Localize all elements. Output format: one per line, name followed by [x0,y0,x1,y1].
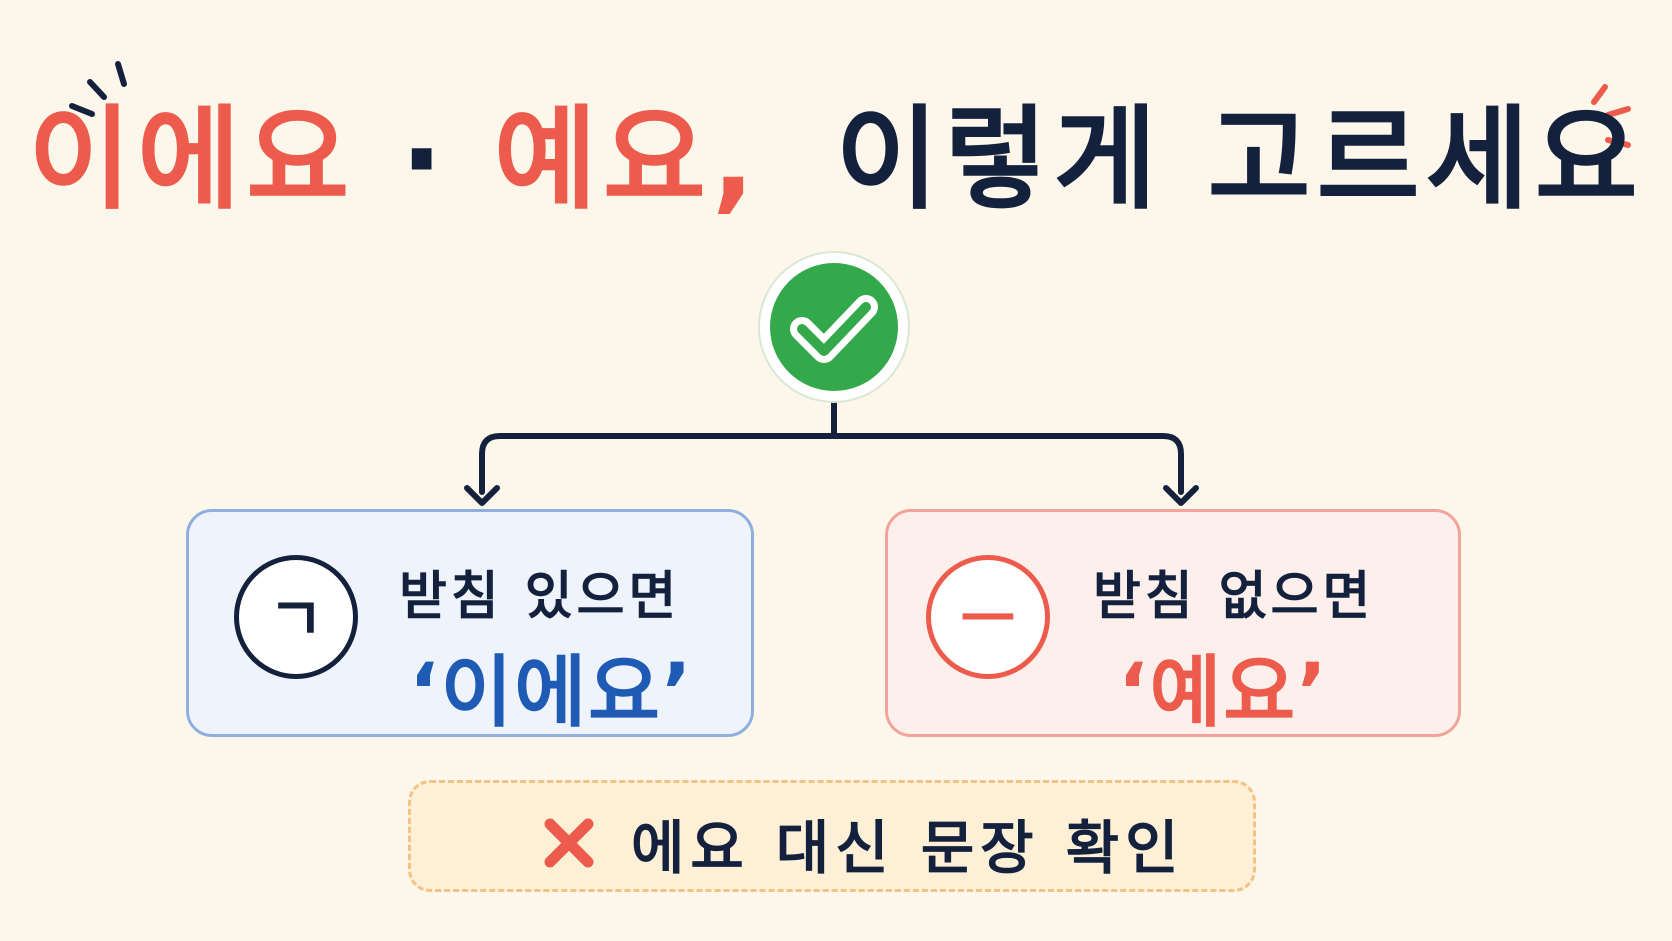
condition-label: 받침 없으면 [1093,567,1375,627]
condition-label: 받침 있으면 [399,567,681,627]
warning-note: 에요 대신 문장 확인 [408,780,1256,892]
x-mark-icon [544,818,594,868]
title-separator: · [400,95,449,225]
ending-label: ‘이에요’ [409,648,694,738]
check-circle [758,251,910,403]
title-ieyo: 이에요 [28,95,356,225]
title-instruction: 이렇게 고르세요 [835,95,1644,225]
giyeok-badge: ㄱ [234,555,358,679]
eu-badge: ㅡ [926,555,1050,679]
page-title: 이에요 · 예요, 이렇게 고르세요 [0,95,1672,225]
batchim-no-card: ㅡ 받침 없으면 ‘예요’ [885,509,1461,738]
title-yeyo: 예요, [493,95,761,225]
note-text: 에요 대신 문장 확인 [631,814,1185,882]
batchim-yes-card: ㄱ 받침 있으면 ‘이에요’ [186,509,754,738]
check-icon [790,295,878,363]
ending-label: ‘예요’ [1118,648,1329,738]
